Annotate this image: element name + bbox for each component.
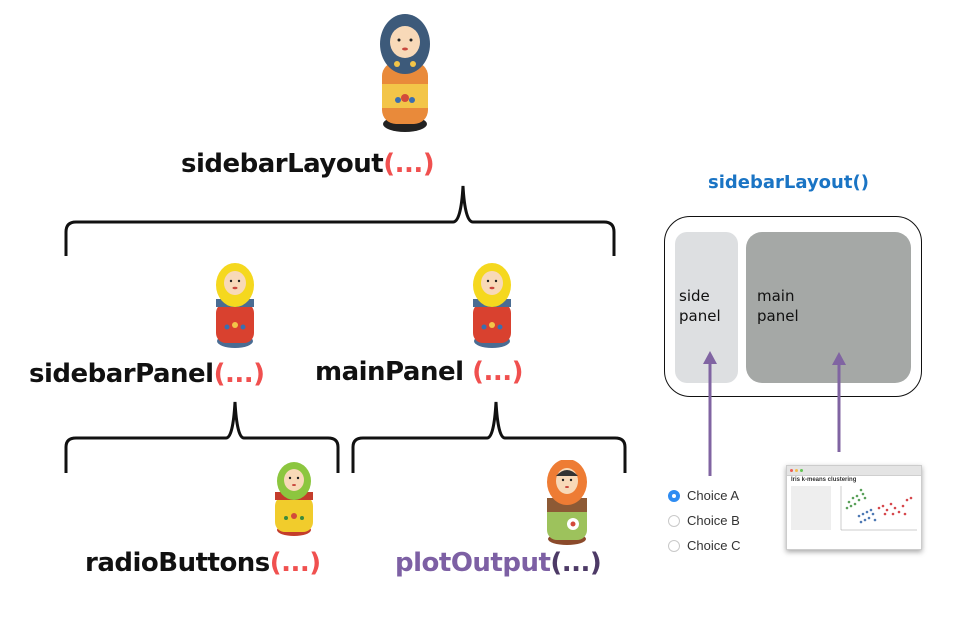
side-panel-line: panel bbox=[679, 307, 721, 325]
radio-buttons-label: radioButtons(...) bbox=[85, 548, 321, 578]
browser-toolbar bbox=[787, 466, 921, 476]
sidebar-layout-label: sidebarLayout(...) bbox=[181, 149, 435, 179]
main-panel-box bbox=[746, 232, 911, 383]
side-panel-text: side panel bbox=[679, 286, 721, 326]
minimize-dot-icon bbox=[795, 469, 798, 472]
radio-option-b[interactable]: Choice B bbox=[668, 513, 740, 528]
radio-unselected-icon[interactable] bbox=[668, 539, 680, 552]
function-name: radioButtons bbox=[85, 548, 270, 578]
function-name: sidebarPanel bbox=[29, 359, 214, 389]
top-brace bbox=[64, 185, 616, 256]
function-args: (...) bbox=[269, 548, 321, 578]
main-panel-text: main panel bbox=[757, 286, 799, 326]
doll-plot-icon bbox=[547, 460, 587, 545]
maximize-dot-icon bbox=[800, 469, 803, 472]
thumbnail-title: Iris k-means clustering bbox=[791, 477, 857, 483]
main-panel-line: main bbox=[757, 287, 795, 305]
radio-label: Choice B bbox=[687, 513, 740, 528]
thumbnail-sidebar bbox=[791, 486, 831, 530]
arrow-to-main-panel bbox=[832, 352, 846, 452]
function-name: mainPanel bbox=[315, 357, 473, 387]
sidebar-panel-label: sidebarPanel(...) bbox=[29, 359, 265, 389]
function-name: plotOutput bbox=[395, 548, 551, 578]
radio-selected-icon[interactable] bbox=[668, 489, 680, 502]
main-brace bbox=[351, 401, 627, 473]
function-args: (...) bbox=[550, 548, 602, 578]
doll-large-icon bbox=[380, 14, 430, 132]
radio-label: Choice C bbox=[687, 538, 741, 553]
layout-frame bbox=[664, 216, 922, 397]
plot-app-thumbnail: Iris k-means clustering bbox=[786, 465, 922, 550]
plot-output-label: plotOutput(...) bbox=[395, 548, 602, 578]
radio-option-c[interactable]: Choice C bbox=[668, 538, 740, 553]
main-panel-line: panel bbox=[757, 307, 799, 325]
thumbnail-scatter-plot bbox=[840, 486, 917, 531]
function-args: (...) bbox=[472, 357, 523, 387]
doll-radio-icon bbox=[275, 462, 313, 536]
layout-title: sidebarLayout() bbox=[708, 172, 869, 193]
main-panel-label: mainPanel (...) bbox=[315, 357, 523, 387]
radio-label: Choice A bbox=[687, 488, 740, 503]
function-name: sidebarLayout bbox=[181, 149, 384, 179]
sidebar-brace bbox=[64, 401, 340, 473]
radio-unselected-icon[interactable] bbox=[668, 514, 680, 527]
radio-option-a[interactable]: Choice A bbox=[668, 488, 739, 503]
function-args: (...) bbox=[383, 149, 435, 179]
side-panel-line: side bbox=[679, 287, 710, 305]
doll-main-icon bbox=[473, 263, 511, 348]
function-args: (...) bbox=[213, 359, 265, 389]
close-dot-icon bbox=[790, 469, 793, 472]
arrow-to-side-panel bbox=[703, 351, 717, 476]
doll-sidebar-icon bbox=[216, 263, 254, 348]
